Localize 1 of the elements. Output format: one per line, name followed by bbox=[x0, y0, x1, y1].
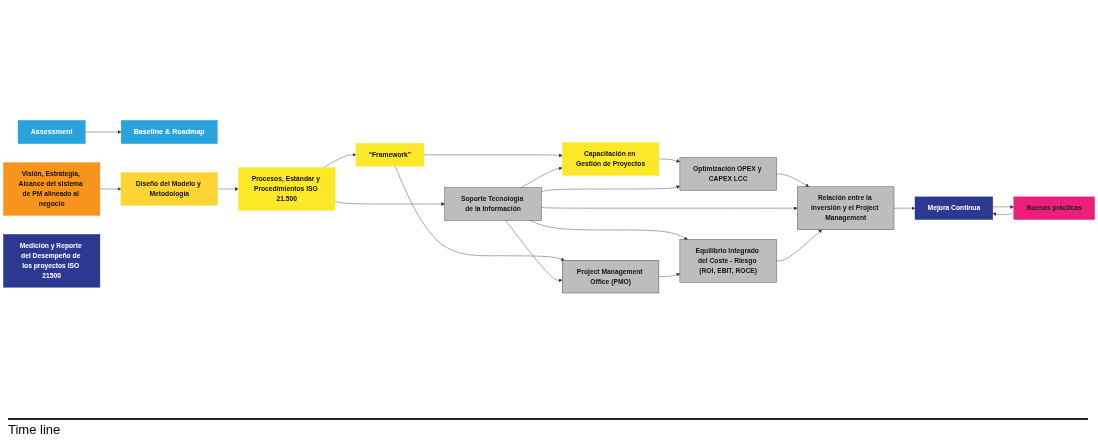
axis-label: Time line bbox=[8, 422, 61, 437]
